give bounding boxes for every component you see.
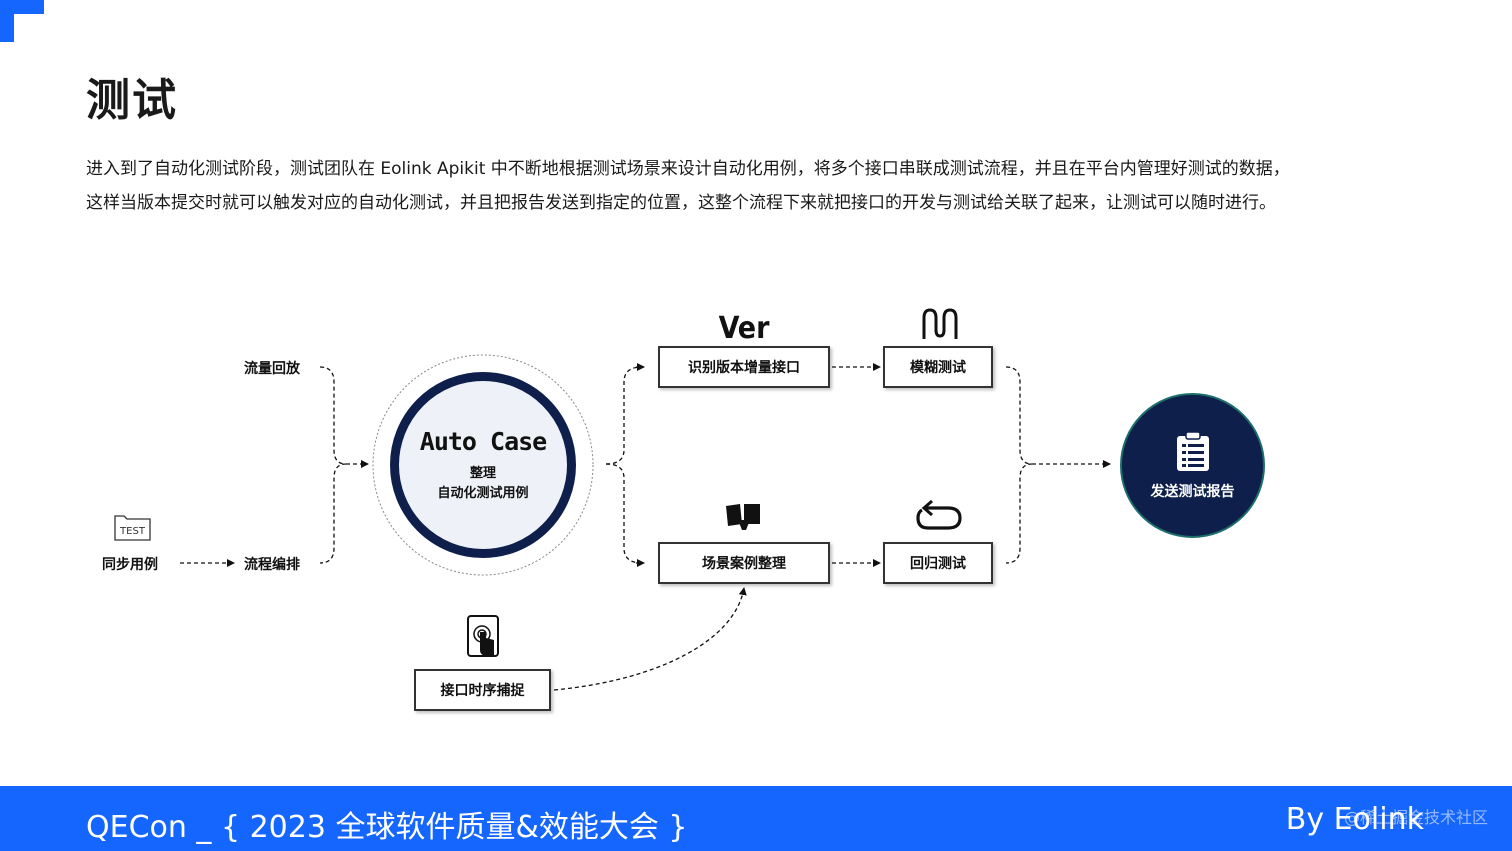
intro-line-2: 这样当版本提交时就可以触发对应的自动化测试，并且把报告发送到指定的位置，这整个流…: [86, 193, 1276, 213]
regression-test-box: 回归测试: [883, 542, 993, 584]
identify-version-box: 识别版本增量接口: [658, 346, 830, 388]
auto-case-line-1: 整理: [469, 465, 496, 481]
footer-brand: By Eolink: [1285, 802, 1424, 837]
left-brace: [319, 366, 347, 564]
send-report-circle: 发送测试报告: [1120, 393, 1265, 538]
split-brace-lower: [605, 463, 643, 564]
touch-icon: [467, 615, 499, 657]
split-brace: [605, 366, 643, 465]
page-title: 测试: [86, 75, 178, 126]
arrow-capture-to-scenario: [553, 587, 747, 691]
auto-case-line-2: 自动化测试用例: [437, 485, 529, 501]
sync-cases-label: 同步用例: [102, 557, 158, 573]
flow-orchestration-label: 流程编排: [244, 557, 300, 573]
cards-icon: [726, 504, 760, 530]
scenario-cases-box: 场景案例整理: [658, 542, 830, 584]
corner-accent: [0, 0, 44, 42]
watermark: @稀土掘金技术社区: [1343, 808, 1488, 827]
ver-icon: Ver: [719, 311, 771, 346]
wave-icon: [922, 308, 958, 339]
send-report-label: 发送测试报告: [1150, 483, 1235, 500]
footer-conference: QECon _ { 2023 全球软件质量&效能大会 }: [86, 810, 688, 845]
traffic-replay-label: 流量回放: [244, 361, 300, 377]
intro-line-1: 进入到了自动化测试阶段，测试团队在 Eolink Apikit 中不断地根据测试…: [86, 159, 1290, 179]
loop-icon: [916, 499, 962, 530]
interface-capture-box: 接口时序捕捉: [414, 669, 551, 711]
fuzz-test-box: 模糊测试: [883, 346, 993, 388]
auto-case-title: Auto Case: [419, 426, 547, 456]
auto-case-circle: Auto Case 整理 自动化测试用例: [390, 372, 576, 558]
clipboard-icon: [1176, 430, 1209, 471]
right-brace: [1005, 366, 1033, 564]
intro-paragraph: 进入到了自动化测试阶段，测试团队在 Eolink Apikit 中不断地根据测试…: [86, 152, 1446, 220]
footer-bar: QECon _ { 2023 全球软件质量&效能大会 } By Eolink @…: [0, 786, 1512, 851]
center-outer-ring: [372, 354, 594, 576]
test-icon-text: TEST: [119, 526, 146, 537]
test-icon: TEST: [114, 515, 151, 541]
